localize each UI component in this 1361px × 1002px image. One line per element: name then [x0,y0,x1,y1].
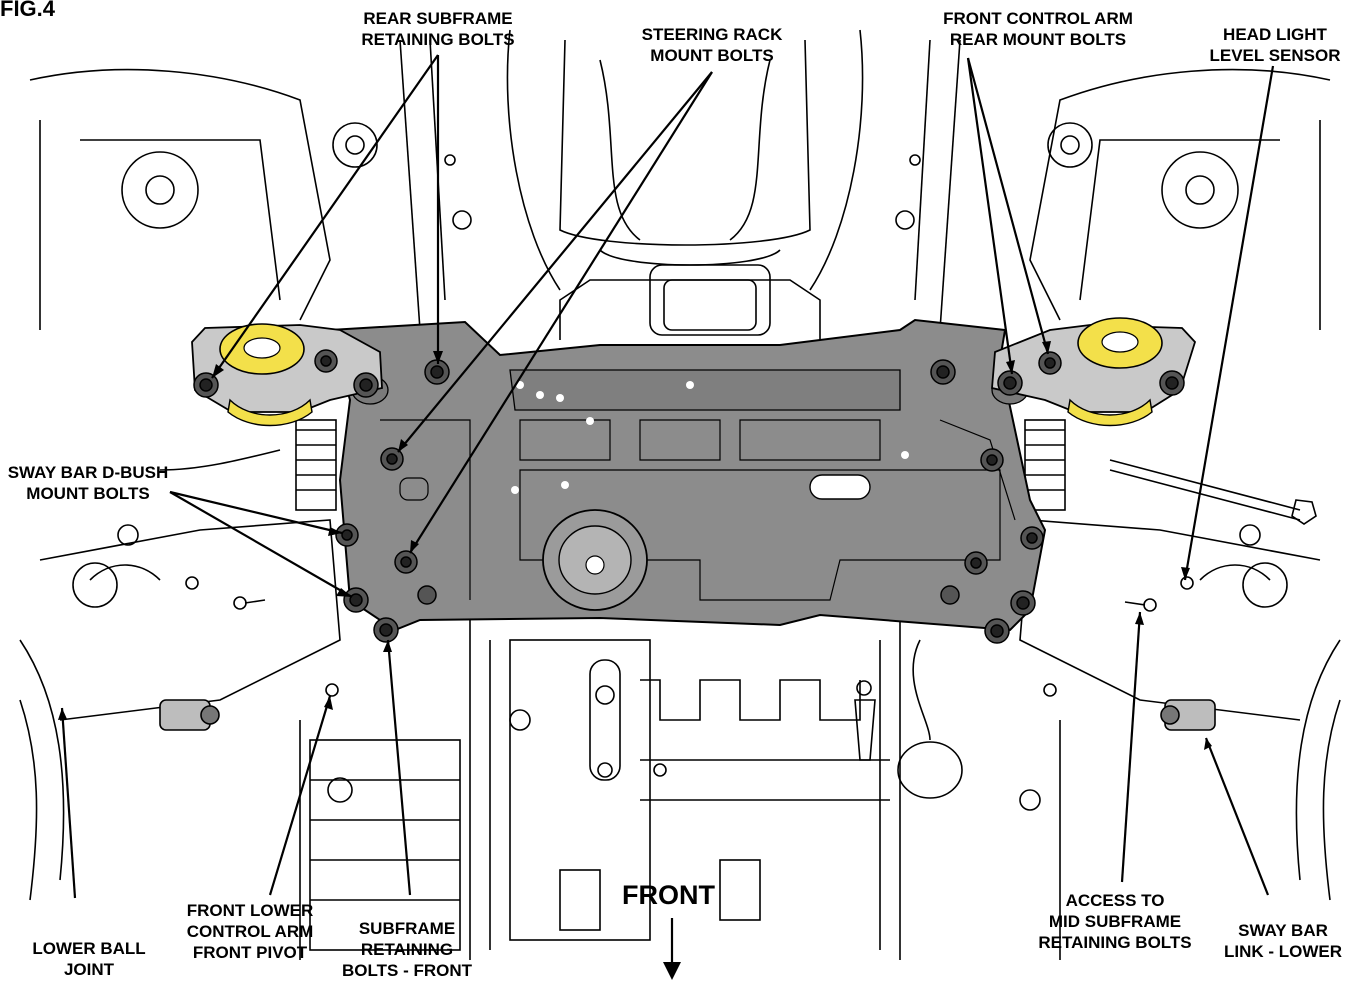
label-line: STEERING RACK [641,25,783,44]
subframe [328,318,1047,632]
label-line: REAR MOUNT BOLTS [949,30,1127,49]
label-line: REAR SUBFRAME [363,9,513,28]
label-line: MID SUBFRAME [1048,912,1182,931]
label-access-to-mid-subframe-retaining-bolts: ACCESS TO MID SUBFRAME RETAINING BOLTS [1025,890,1205,953]
rear-mount-brackets [191,317,1197,427]
label-line: CONTROL ARM [186,922,314,941]
label-line: MOUNT BOLTS [26,484,150,503]
label-head-light-level-sensor: HEAD LIGHT LEVEL SENSOR [1190,24,1360,66]
arrowheads [58,341,1212,980]
label-lower-ball-joint: LOWER BALL JOINT [14,938,164,980]
label-line: FRONT LOWER [186,901,314,920]
figure-id: FIG.4 [0,0,56,21]
bolt-heads [193,349,1185,644]
label-line: RETAINING BOLTS [361,30,515,49]
label-line: BOLTS - FRONT [342,961,472,980]
label-line: FRONT PIVOT [192,943,308,962]
label-front-control-arm-rear-mount-bolts: FRONT CONTROL ARM REAR MOUNT BOLTS [918,8,1158,50]
label-line: LINK - LOWER [1223,942,1343,961]
label-sway-bar-d-bush-mount-bolts: SWAY BAR D-BUSH MOUNT BOLTS [4,462,172,504]
label-rear-subframe-retaining-bolts: REAR SUBFRAME RETAINING BOLTS [343,8,533,50]
label-line: HEAD LIGHT [1223,25,1327,44]
label-line: SWAY BAR D-BUSH [7,463,169,482]
label-line: RETAINING BOLTS [1038,933,1192,952]
label-steering-rack-mount-bolts: STEERING RACK MOUNT BOLTS [617,24,807,66]
label-line: RETAINING [360,940,454,959]
label-line: LOWER BALL [32,939,146,958]
label-line: JOINT [63,960,115,979]
label-sway-bar-link-lower: SWAY BAR LINK - LOWER [1208,920,1358,962]
label-line: SWAY BAR [1238,921,1328,940]
label-front-lower-control-arm-front-pivot: FRONT LOWER CONTROL ARM FRONT PIVOT [170,900,330,963]
label-line: LEVEL SENSOR [1209,46,1341,65]
label-line: ACCESS TO [1065,891,1165,910]
background-body-linework [19,29,1341,960]
leader-lines [60,54,1275,965]
label-line: MOUNT BOLTS [650,46,774,65]
label-line: FRONT CONTROL ARM [943,9,1133,28]
label-subframe-retaining-bolts-front: SUBFRAME RETAINING BOLTS - FRONT [332,918,482,981]
label-line: SUBFRAME [358,919,456,938]
direction-label-front: FRONT [622,880,715,910]
